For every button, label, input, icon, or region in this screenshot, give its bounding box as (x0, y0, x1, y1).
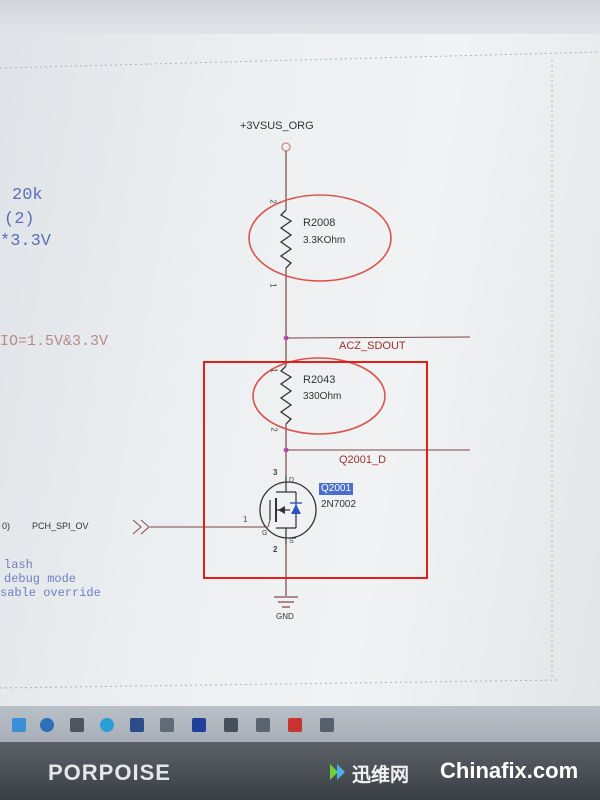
wps-icon[interactable] (288, 718, 302, 732)
taskview-icon[interactable] (70, 718, 84, 732)
resistor-r2008-symbol (279, 209, 293, 269)
note-line-2: (2) (4, 210, 35, 229)
r2008-pin-top: 2 (268, 199, 278, 204)
mosfet-part: 2N7002 (321, 499, 357, 510)
note-override: sable override (0, 586, 101, 600)
r2008-ref: R2008 (303, 217, 336, 229)
sheet-border-top (0, 51, 600, 69)
r2008-pin-bottom: 1 (268, 283, 278, 288)
power-net-label: +3VSUS_ORG (240, 120, 314, 132)
monitor-brand-logo: PORPOISE (48, 760, 171, 785)
mosfet-pin-gate: 1 (243, 515, 248, 524)
window-title-bar (0, 0, 600, 34)
r2043-value: 330Ohm (303, 391, 342, 402)
gate-net-label: PCH_SPI_OV (32, 521, 89, 531)
r2043-pin-bottom: 2 (269, 427, 279, 432)
wire-acz-sdout (285, 336, 471, 339)
watermark-logo-icon (330, 764, 345, 780)
highlight-circle-r2008 (248, 194, 392, 282)
store-icon[interactable] (130, 718, 144, 732)
highlight-box-circuit (203, 361, 428, 579)
r2008-value: 3.3KOhm (303, 235, 346, 246)
note-flash: lash (4, 558, 33, 572)
mosfet-q2001-symbol (259, 476, 317, 544)
schematic-canvas (0, 51, 600, 689)
scissors-icon[interactable] (256, 718, 270, 732)
resistor-r2043-symbol (279, 365, 293, 425)
net-label-q2001-d: Q2001_D (339, 454, 387, 466)
gate-net-prefix: 0) (2, 521, 11, 531)
r2043-pin-top: 1 (269, 368, 279, 373)
monitor-screen: +3VSUS_ORG 2 R2008 3.3KOhm 1 ACZ_SDOUT 1… (0, 0, 600, 706)
note-debug-mode: debug mode (4, 572, 77, 586)
note-line-1: 20k (12, 186, 43, 205)
edge-browser-icon[interactable] (100, 718, 114, 732)
taskbar (0, 706, 600, 742)
mosfet-label-d: D (289, 477, 295, 484)
watermark-cn-text: 迅维网 (352, 765, 410, 786)
highlight-circle-r2043 (252, 357, 386, 435)
note-line-4: IO=1.5V&3.3V (0, 333, 109, 350)
offpage-connector-1 (132, 519, 142, 535)
ground-symbol (274, 596, 298, 608)
mosfet-label-s: S (289, 538, 294, 545)
watermark-en-text: Chinafix.com (440, 758, 579, 783)
r2043-ref: R2043 (303, 374, 336, 386)
taskbar-app-icon[interactable] (12, 718, 26, 732)
net-label-acz-sdout: ACZ_SDOUT (339, 340, 406, 352)
app-icon[interactable] (192, 718, 206, 732)
mosfet-ref: Q2001 (319, 483, 354, 495)
note-line-3: *3.3V (0, 232, 52, 251)
power-port-symbol (281, 142, 291, 152)
pin-icon[interactable] (320, 718, 334, 732)
sheet-border-bottom (0, 679, 561, 689)
mosfet-pin-source: 2 (273, 545, 278, 554)
mosfet-label-g: G (262, 530, 268, 537)
chat-icon[interactable] (40, 718, 54, 732)
tool-icon[interactable] (224, 718, 238, 732)
ground-label: GND (276, 612, 294, 621)
mosfet-pin-drain: 3 (273, 468, 278, 477)
monitor-bezel (0, 742, 600, 800)
offpage-connector-2 (140, 519, 150, 535)
explorer-icon[interactable] (160, 718, 174, 732)
